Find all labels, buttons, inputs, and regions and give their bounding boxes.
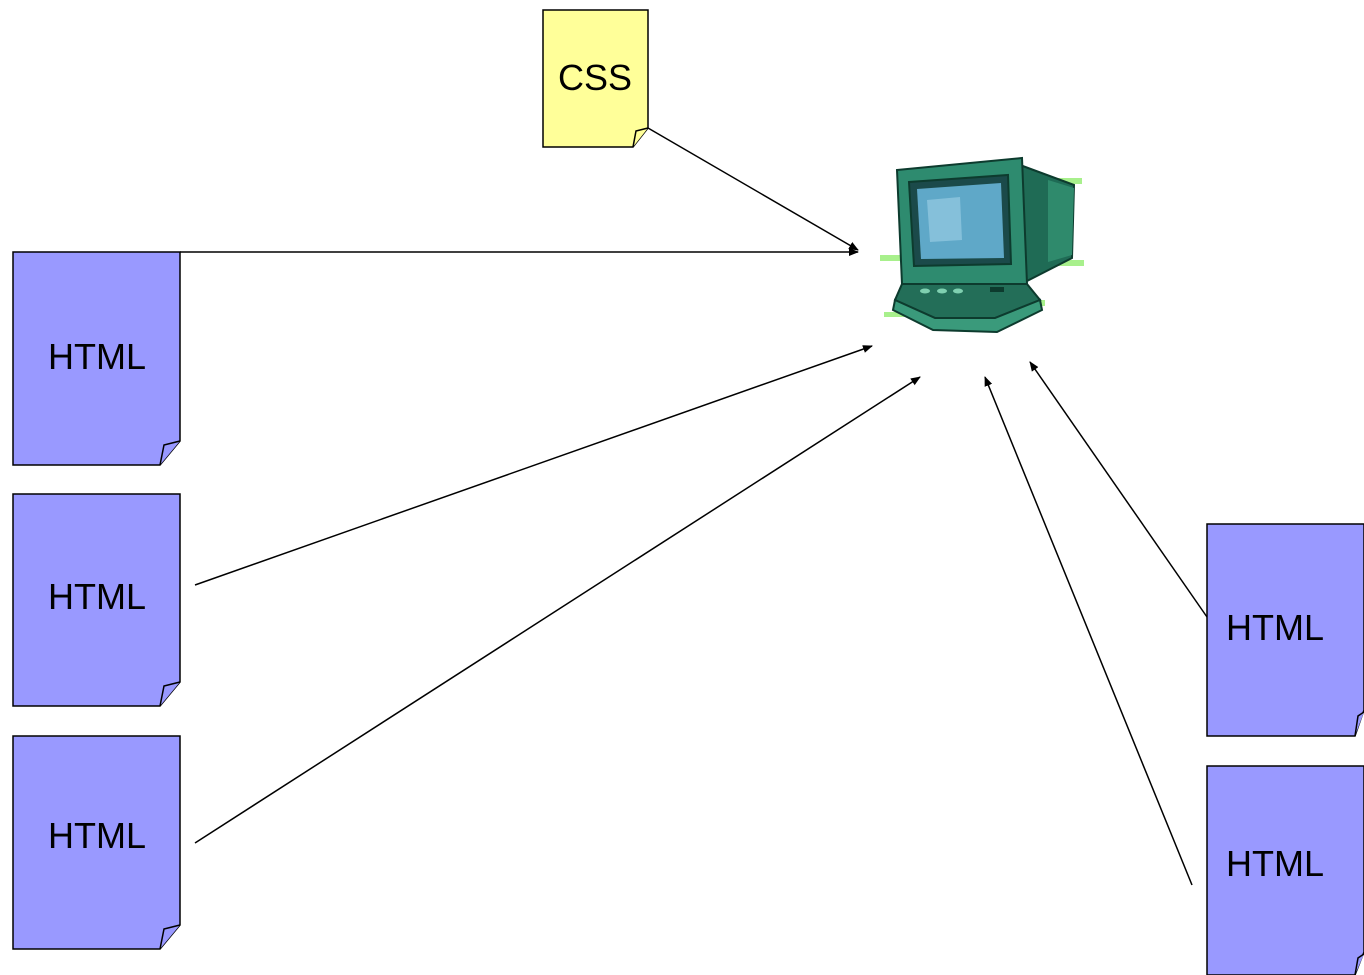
html-document: HTML bbox=[1206, 765, 1364, 975]
html-document-label: HTML bbox=[48, 815, 146, 856]
html-document: HTML bbox=[12, 493, 181, 707]
html-document-label: HTML bbox=[1226, 607, 1324, 648]
html-document-fold bbox=[159, 924, 181, 950]
html-document-label: HTML bbox=[1226, 843, 1324, 884]
arrow-html-5-to-computer bbox=[984, 376, 1193, 886]
html-document-label: HTML bbox=[48, 336, 146, 377]
html-document: HTML bbox=[12, 735, 181, 950]
computer-monitor-icon bbox=[880, 156, 1084, 334]
arrow-html-2-to-computer bbox=[194, 345, 873, 586]
css-document-fold bbox=[632, 127, 649, 148]
html-document-label: HTML bbox=[48, 576, 146, 617]
arrow-html-4-to-computer bbox=[1029, 361, 1208, 618]
html-document-fold bbox=[159, 440, 181, 466]
html-document: HTML bbox=[12, 251, 181, 466]
css-document-label: CSS bbox=[558, 57, 632, 98]
html-document-fold bbox=[1354, 953, 1364, 975]
arrow-html-3-to-computer bbox=[194, 376, 921, 844]
css-document: CSS bbox=[542, 9, 649, 148]
arrow-css-to-computer bbox=[647, 127, 859, 251]
html-document-fold bbox=[1354, 711, 1364, 737]
arrows bbox=[180, 127, 1208, 886]
html-document: HTML bbox=[1206, 523, 1364, 737]
html-document-fold bbox=[159, 681, 181, 707]
